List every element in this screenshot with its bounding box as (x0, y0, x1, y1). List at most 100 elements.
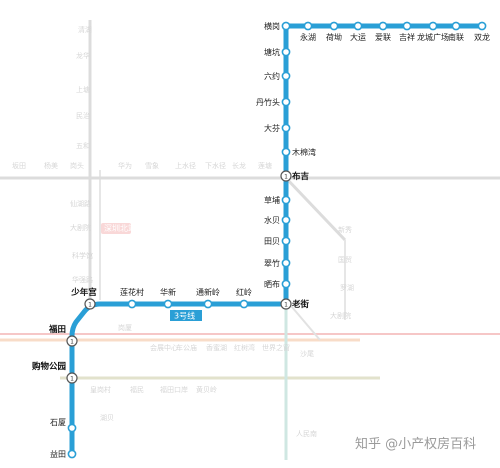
station-marker[interactable] (281, 279, 291, 289)
station-marker[interactable] (281, 236, 291, 246)
station-marker[interactable] (203, 299, 213, 309)
station-marker[interactable] (67, 449, 77, 459)
station-marker[interactable] (378, 21, 388, 31)
station-label: 荷坳 (326, 32, 342, 42)
background-station-label: 皇岗村 (90, 385, 111, 394)
station-label: 横岗 (264, 21, 280, 31)
background-station-label: 长龙 (232, 161, 246, 170)
station-label: 益田 (50, 449, 66, 459)
interchange-badge-number: 1 (70, 339, 74, 346)
station-marker[interactable] (67, 423, 77, 433)
station-futian[interactable]: 1福田 (48, 324, 78, 347)
watermark-text: 知乎 @小产权房百科 (355, 436, 476, 452)
station-label: 石厦 (50, 418, 66, 427)
background-station-label: 世界之窗 (262, 343, 290, 352)
station-ailian[interactable]: 爱联 (375, 21, 391, 42)
station-shixia[interactable]: 石厦 (50, 418, 77, 433)
station-marker[interactable] (303, 21, 313, 31)
station-marker[interactable] (428, 21, 438, 31)
station-jixiang[interactable]: 吉祥 (399, 21, 415, 42)
station-marker[interactable] (163, 299, 173, 309)
background-station-label: 上水径 (175, 161, 196, 170)
station-henggang[interactable]: 横岗 (264, 21, 291, 31)
station-marker[interactable] (127, 299, 137, 309)
station-label: 南联 (448, 32, 464, 42)
background-station-label: 大剧院 (330, 311, 351, 320)
station-tangkeng[interactable]: 塘坑 (264, 47, 291, 57)
interchange-badge-number: 1 (284, 302, 288, 309)
background-station-label: 国贸 (338, 255, 352, 264)
station-marker[interactable] (281, 97, 291, 107)
station-danzhutou[interactable]: 丹竹头 (256, 97, 291, 107)
station-label: 爱联 (375, 33, 391, 42)
station-shaibu[interactable]: 晒布 (264, 279, 291, 289)
bg-line-diagonal-right (284, 176, 347, 242)
station-shuibei[interactable]: 水贝 (264, 215, 291, 225)
station-hedi[interactable]: 荷坳 (326, 21, 342, 42)
station-cuizhu[interactable]: 翠竹 (264, 258, 291, 268)
station-marker[interactable] (281, 21, 291, 31)
station-label: 丹竹头 (256, 97, 280, 107)
interchange-marker[interactable] (66, 372, 78, 384)
background-station-label: 新秀 (338, 225, 352, 234)
station-yonghu[interactable]: 永湖 (300, 21, 316, 42)
interchange-marker[interactable] (66, 335, 78, 347)
station-mumianwan[interactable]: 木棉湾 (281, 147, 316, 157)
station-liuyue[interactable]: 六约 (264, 71, 291, 81)
interchange-marker[interactable] (280, 170, 292, 182)
station-marker[interactable] (451, 21, 461, 31)
background-station-label: 罗湖 (340, 283, 354, 292)
station-label: 大运 (350, 32, 366, 42)
background-lines (0, 20, 500, 460)
station-huaxin[interactable]: 华新 (160, 287, 176, 309)
station-shaoniangong[interactable]: 1 少年宫 (70, 287, 97, 310)
interchange-marker[interactable] (280, 298, 292, 310)
line-3-route (69, 23, 482, 454)
line-badge-label: 3号线 (174, 311, 195, 321)
station-marker[interactable] (281, 71, 291, 81)
background-station-label: 杨美 (44, 161, 58, 170)
station-marker[interactable] (477, 21, 487, 31)
station-label: 少年宫 (70, 287, 97, 298)
station-caopu[interactable]: 草埔 (264, 195, 291, 205)
station-marker[interactable] (281, 215, 291, 225)
station-label: 布吉 (291, 171, 310, 182)
station-marker[interactable] (402, 21, 412, 31)
station-marker[interactable] (281, 47, 291, 57)
background-station-label: 仙湖路 (70, 199, 91, 208)
station-dayun[interactable]: 大运 (350, 21, 366, 42)
station-label: 六约 (264, 71, 280, 81)
station-marker[interactable] (281, 123, 291, 133)
station-yitian[interactable]: 益田 (50, 449, 77, 459)
station-label: 华新 (160, 287, 176, 297)
station-dafen[interactable]: 大芬 (264, 123, 291, 133)
station-marker[interactable] (353, 21, 363, 31)
station-tianbei[interactable]: 田贝 (264, 236, 291, 246)
interchange-marker[interactable] (84, 298, 96, 310)
station-nanlian[interactable]: 南联 (448, 21, 464, 42)
station-longcheng[interactable]: 龙城广场 (417, 21, 449, 42)
station-marker[interactable] (281, 258, 291, 268)
background-station-label: 会展中心 (150, 343, 178, 352)
station-shuangmei[interactable]: 双龙 (474, 21, 490, 42)
background-station-label: 黄贝岭 (196, 385, 217, 394)
line-3-path (69, 23, 482, 454)
station-tongxinling[interactable]: 通新岭 (196, 287, 220, 309)
station-label: 老街 (291, 299, 310, 310)
faint-pink-station-label: 深圳北站 (104, 223, 136, 233)
interchange-badge-number: 1 (284, 174, 288, 181)
station-marker[interactable] (329, 21, 339, 31)
station-marker[interactable] (239, 299, 249, 309)
station-marker[interactable] (281, 195, 291, 205)
station-lianhuacun[interactable]: 莲花村 (120, 287, 144, 309)
background-station-label: 沙尾 (300, 350, 314, 358)
interchange-badge-number: 1 (88, 302, 92, 309)
station-marker[interactable] (281, 147, 291, 157)
station-hongling[interactable]: 红岭 (236, 287, 252, 309)
background-station-label: 莲塘 (258, 161, 272, 170)
